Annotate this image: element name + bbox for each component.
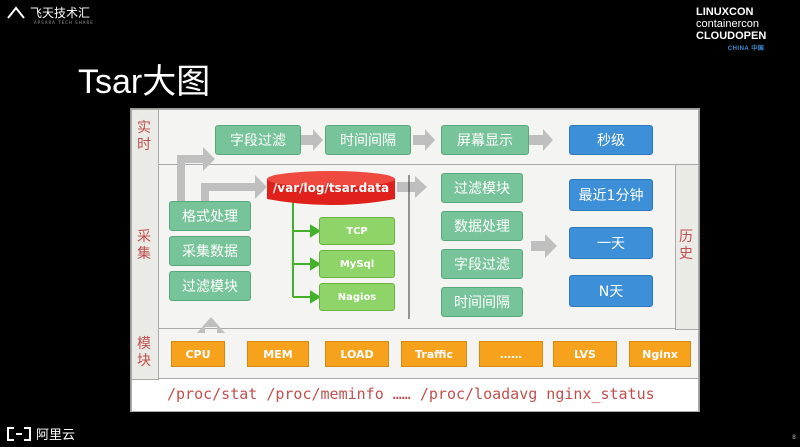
collect-label: 采集 [131,164,157,328]
realtime-label: 实时 [131,109,157,164]
apsara-logo-text: 飞天技术汇 [30,6,91,20]
apsara-logo-subtitle: APSARA TECH SHARE [34,20,94,25]
conference-logo-line-1: LINUXCON [696,6,754,18]
module-label-text: 模块 [137,336,151,369]
output-nagios: Nagios [319,283,395,311]
history-last-minute: 最近1分钟 [569,179,653,211]
conference-logo-line-2: containercon [696,18,759,30]
history-interval: 时间间隔 [441,287,523,317]
datafile-cylinder-top [267,171,395,187]
arrow-history-ranges [531,234,557,258]
arrow-realtime-3 [529,129,553,151]
conference-logo: LINUXCON containercon CLOUDOPEN CHINA 中国 [696,6,796,55]
module-lvs: LVS [553,341,617,367]
apsara-logo-icon [7,5,25,19]
realtime-field-filter: 字段过滤 [215,125,301,155]
apsara-logo: 飞天技术汇 APSARA TECH SHARE [6,4,93,25]
realtime-interval: 时间间隔 [325,125,411,155]
datafile-label: /var/log/tsar.data [272,181,390,195]
aliyun-logo-text: 阿里云 [36,428,76,443]
module-nginx: Nginx [629,341,691,367]
arrow-datafile-history [397,176,427,198]
proc-sources: /proc/stat /proc/meminfo …… /proc/loadav… [167,385,655,403]
output-arrow-tcp [310,224,321,238]
collect-filter-module: 过滤模块 [169,271,251,301]
output-arrow-mysql [310,257,321,271]
arrow-elbow-datafile [201,175,267,201]
side-column-right [675,164,699,330]
module-traffic: Traffic [401,341,467,367]
history-n-days: N天 [569,275,653,307]
module-label: 模块 [131,328,157,378]
arrow-up-collect [197,317,225,333]
realtime-label-text: 实时 [137,119,151,153]
module-cpu: CPU [171,341,225,367]
module-load: LOAD [325,341,389,367]
architecture-panel: 实时 采集 模块 历史 [130,108,700,412]
realtime-screen-display: 屏幕显示 [441,125,529,155]
arrow-realtime-2 [413,129,435,151]
arrow-realtime-1 [301,129,323,151]
conference-logo-line-3: CLOUDOPEN [696,30,767,42]
output-arrow-nagios [310,290,321,304]
history-data-processing: 数据处理 [441,211,523,241]
aliyun-logo-icon [7,426,31,441]
collect-format-processing: 格式处理 [169,201,251,231]
aliyun-logo: 阿里云 [6,424,75,443]
output-tcp: TCP [319,217,395,245]
collect-gather-data: 采集数据 [169,236,251,266]
history-label-text: 历史 [679,229,693,262]
module-mem: MEM [247,341,309,367]
source-band [131,378,699,412]
collect-label-text: 采集 [137,229,151,262]
flow-arrows [177,129,557,333]
module-ellipsis: …… [479,341,543,367]
realtime-seconds: 秒级 [569,125,653,155]
history-field-filter: 字段过滤 [441,249,523,279]
history-filter-module: 过滤模块 [441,173,523,203]
side-column-left [131,109,159,380]
history-label: 历史 [675,164,697,328]
history-one-day: 一天 [569,227,653,259]
slide-title: Tsar大图 [78,63,211,101]
conference-logo-region: CHINA 中国 [727,46,765,52]
slide-number: 8 [792,434,796,441]
output-mysql: MySql [319,250,395,278]
arrow-elbow-realtime [177,147,215,201]
